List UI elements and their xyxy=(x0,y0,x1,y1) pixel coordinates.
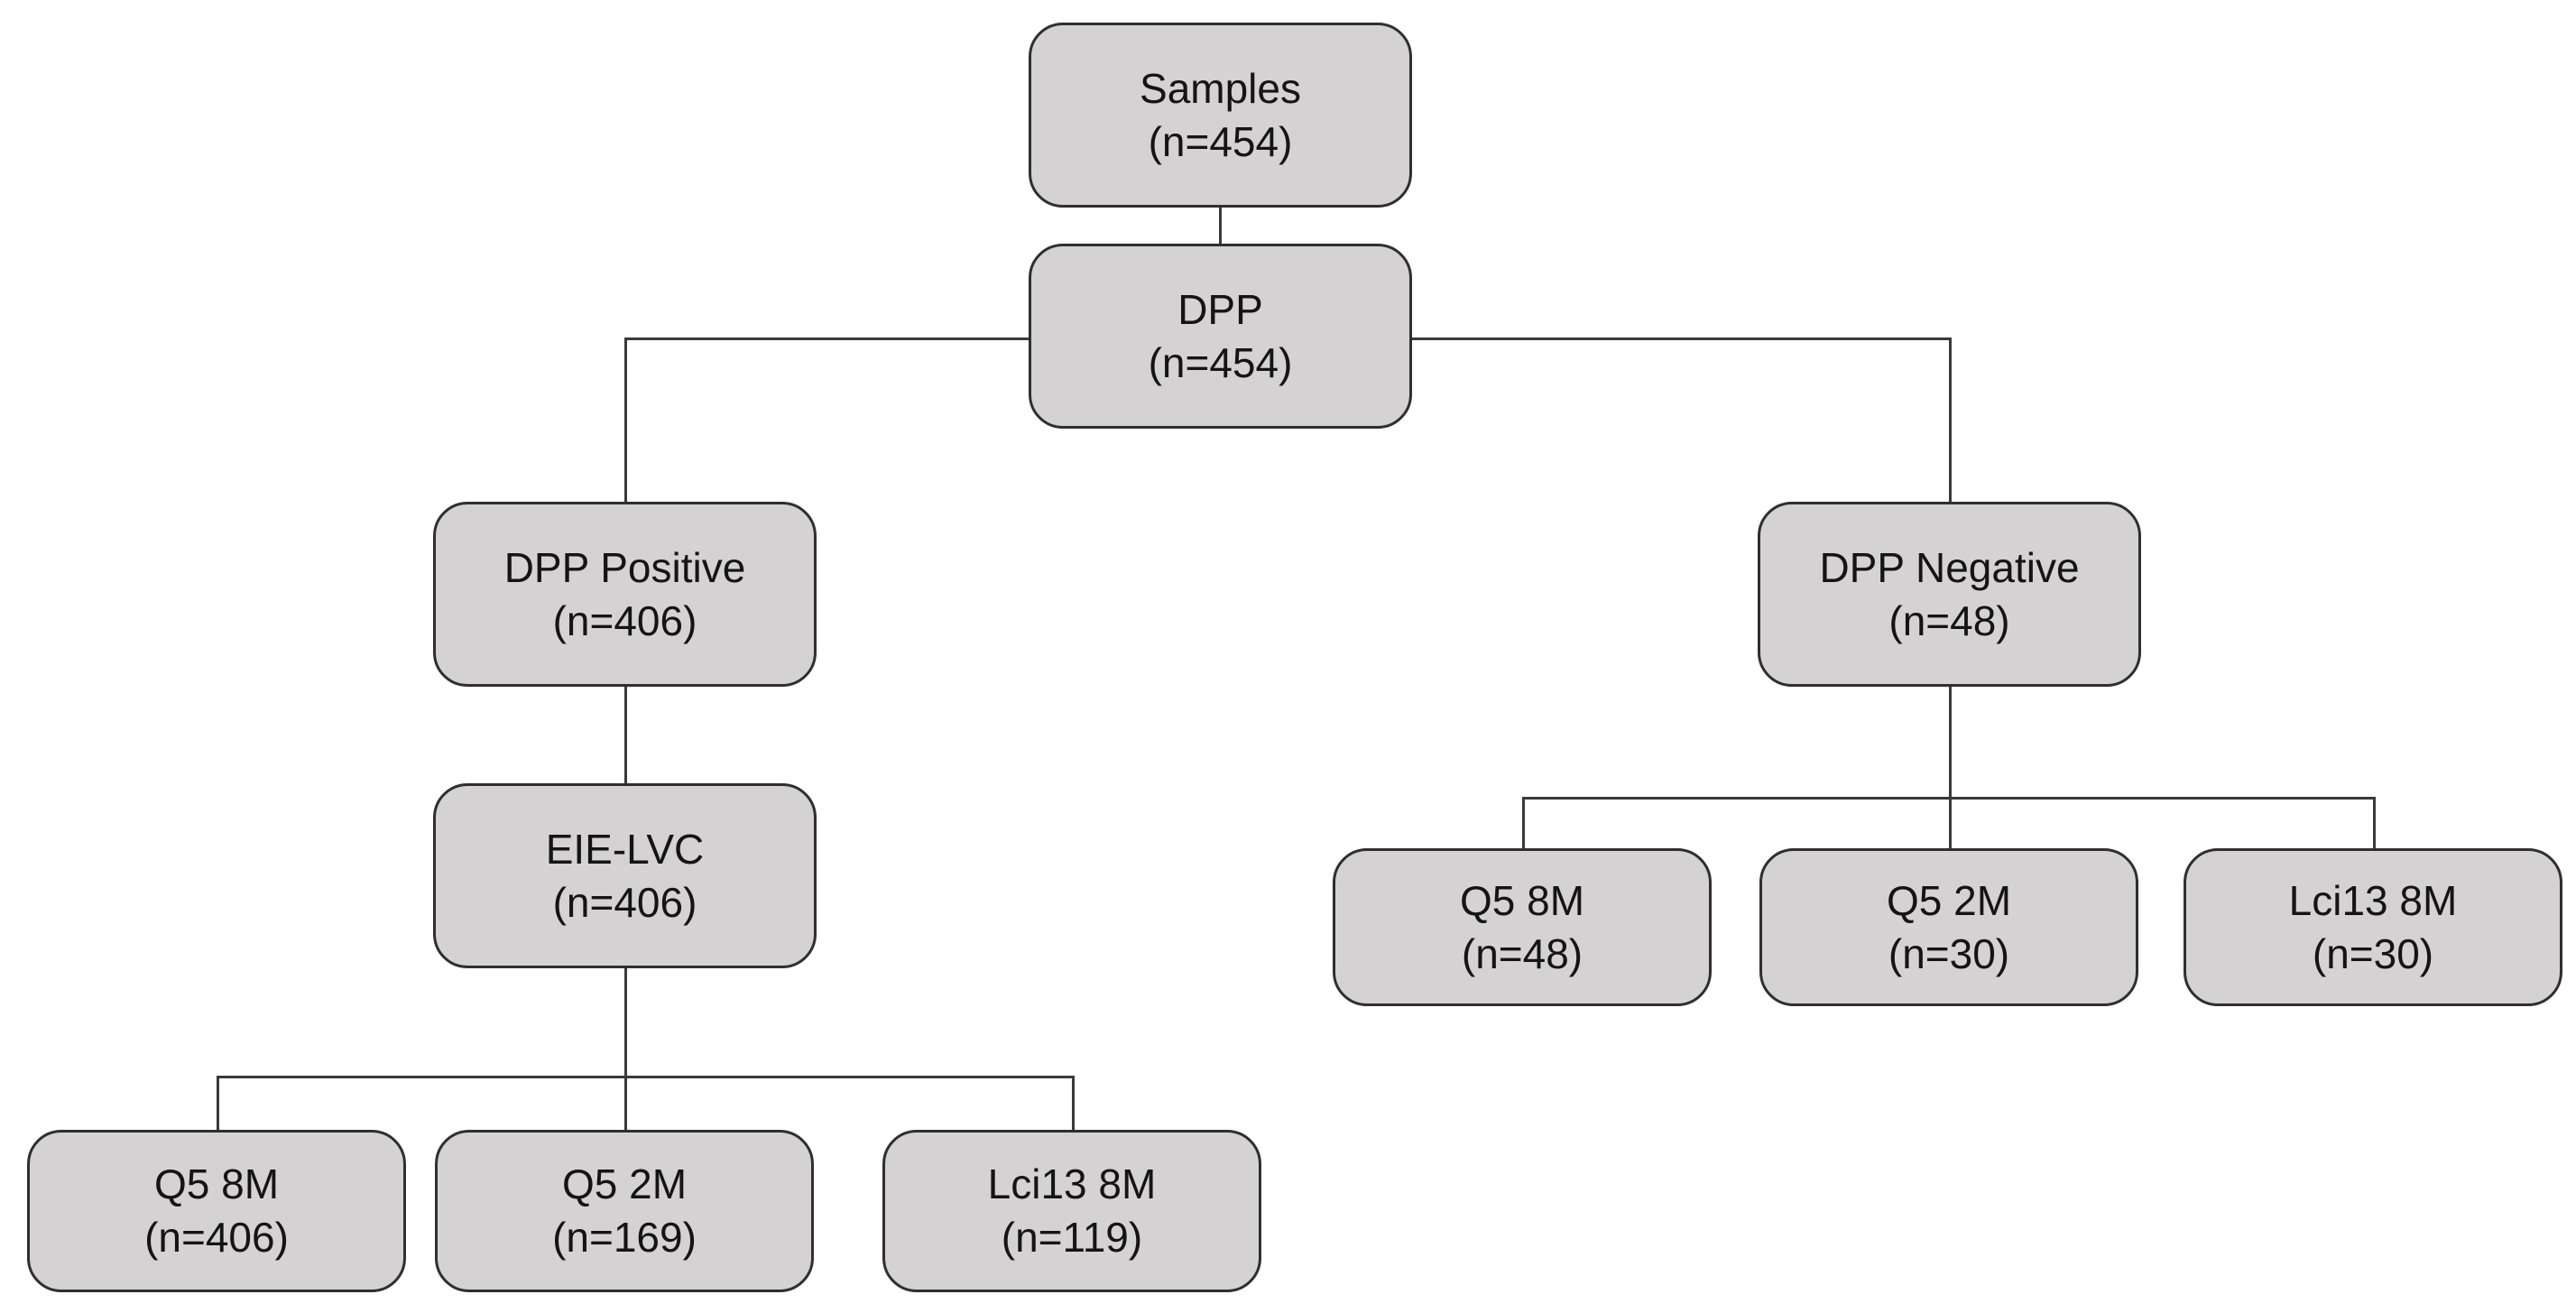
connector-dpp-to-dpp-positive xyxy=(624,337,627,502)
connector-dpp-to-dpp-negative xyxy=(1949,337,1952,502)
node-label: Samples xyxy=(1140,64,1301,112)
node-count: (n=48) xyxy=(1461,929,1583,977)
node-dpp: DPP (n=454) xyxy=(1029,244,1412,429)
connector-dpp-negative-drop xyxy=(1949,687,1952,848)
node-count: (n=406) xyxy=(552,878,697,926)
connector-stub-pos-q5-8m xyxy=(217,1076,219,1130)
node-dpp-negative: DPP Negative (n=48) xyxy=(1758,502,2141,687)
connector-dpp-right-arm xyxy=(1412,337,1951,340)
node-neg-q5-8m: Q5 8M (n=48) xyxy=(1333,848,1712,1006)
connector-dpp-positive-to-eie-lvc xyxy=(624,687,627,783)
node-pos-q5-2m: Q5 2M (n=169) xyxy=(435,1130,814,1292)
node-count: (n=119) xyxy=(1001,1214,1143,1261)
connector-dpp-left-arm xyxy=(624,337,1029,340)
node-label: Lci13 8M xyxy=(2288,876,2458,924)
connector-right-bus xyxy=(1522,797,2376,800)
node-count: (n=48) xyxy=(1888,596,2010,644)
node-label: Lci13 8M xyxy=(987,1160,1157,1208)
node-count: (n=30) xyxy=(1888,929,2010,977)
node-pos-q5-8m: Q5 8M (n=406) xyxy=(27,1130,406,1292)
node-label: Q5 8M xyxy=(1459,876,1585,924)
node-count: (n=406) xyxy=(552,596,697,644)
node-label: Q5 8M xyxy=(153,1160,280,1208)
node-count: (n=30) xyxy=(2312,929,2434,977)
node-dpp-positive: DPP Positive (n=406) xyxy=(433,502,817,687)
node-label: DPP Positive xyxy=(503,543,746,591)
node-count: (n=406) xyxy=(144,1214,289,1261)
node-neg-q5-2m: Q5 2M (n=30) xyxy=(1759,848,2138,1006)
connector-samples-dpp xyxy=(1219,208,1222,245)
node-count: (n=454) xyxy=(1148,117,1293,165)
node-eie-lvc: EIE-LVC (n=406) xyxy=(433,783,817,968)
node-label: DPP xyxy=(1177,285,1263,333)
node-neg-lci13-8m: Lci13 8M (n=30) xyxy=(2184,848,2562,1006)
connector-eie-lvc-drop xyxy=(624,968,627,1130)
node-label: Q5 2M xyxy=(561,1160,688,1208)
node-label: EIE-LVC xyxy=(545,825,705,873)
node-label: DPP Negative xyxy=(1819,543,2080,591)
connector-stub-neg-q5-8m xyxy=(1522,797,1525,848)
connector-left-bus xyxy=(217,1076,1075,1078)
node-samples: Samples (n=454) xyxy=(1029,23,1412,208)
node-count: (n=169) xyxy=(552,1214,697,1261)
connector-stub-neg-lci13-8m xyxy=(2373,797,2376,848)
node-count: (n=454) xyxy=(1148,338,1293,386)
node-pos-lci13-8m: Lci13 8M (n=119) xyxy=(882,1130,1261,1292)
connector-stub-pos-lci13-8m xyxy=(1072,1076,1075,1130)
node-label: Q5 2M xyxy=(1886,876,2012,924)
